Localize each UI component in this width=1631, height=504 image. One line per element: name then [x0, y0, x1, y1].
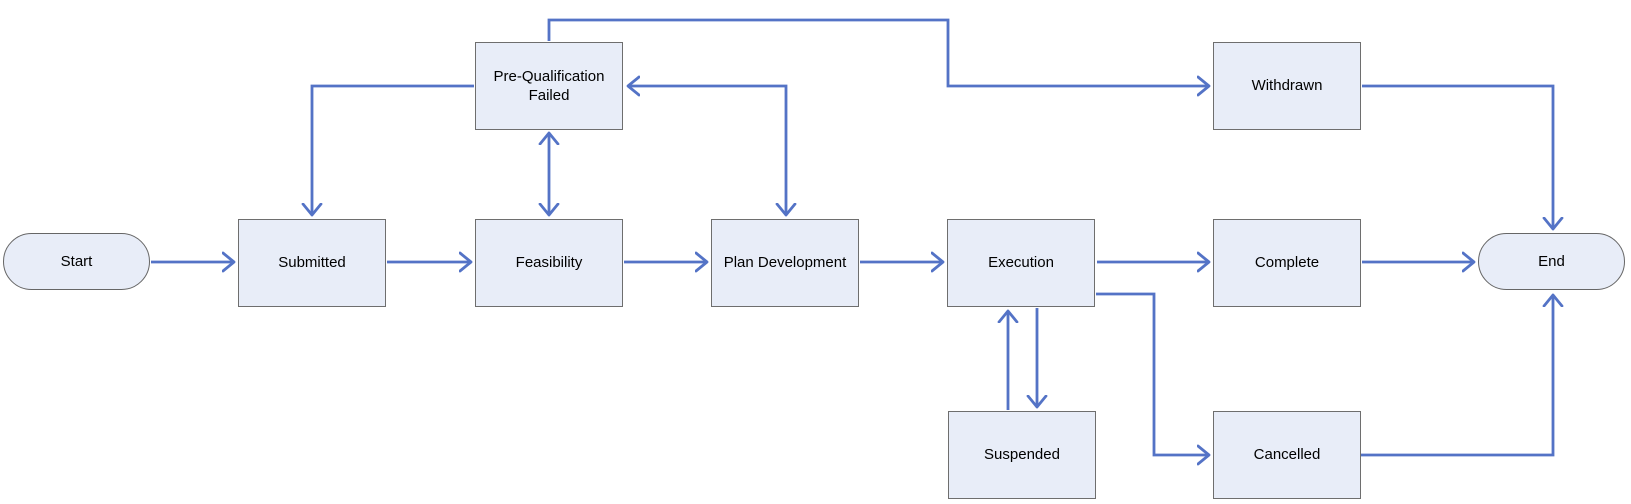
edge-prequal-failed-plan-development-bidirectional — [628, 86, 786, 215]
node-submitted: Submitted — [238, 219, 386, 307]
node-end-label: End — [1538, 252, 1565, 270]
edge-execution-cancelled — [1096, 292, 1209, 455]
node-suspended-label: Suspended — [984, 446, 1060, 464]
node-start-label: Start — [60, 252, 93, 270]
node-complete: Complete — [1213, 219, 1361, 307]
edge-cancelled-end — [1361, 295, 1553, 457]
edge-withdrawn-end — [1362, 84, 1553, 229]
node-withdrawn: Withdrawn — [1213, 42, 1361, 130]
node-plan-development-label: Plan Development — [723, 254, 847, 272]
node-submitted-label: Submitted — [278, 254, 346, 272]
node-complete-label: Complete — [1254, 254, 1320, 272]
node-start: Start — [3, 233, 150, 290]
node-prequal-failed: Pre-Qualification Failed — [475, 42, 623, 130]
node-withdrawn-label: Withdrawn — [1251, 77, 1323, 95]
edge-prequal-failed-submitted — [312, 84, 474, 215]
node-feasibility: Feasibility — [475, 219, 623, 307]
node-cancelled: Cancelled — [1213, 411, 1361, 499]
node-execution: Execution — [947, 219, 1095, 307]
node-suspended: Suspended — [948, 411, 1096, 499]
node-execution-label: Execution — [988, 254, 1054, 272]
edge-prequal-failed-withdrawn — [547, 18, 1209, 86]
node-cancelled-label: Cancelled — [1253, 446, 1321, 464]
node-feasibility-label: Feasibility — [515, 254, 583, 272]
node-end: End — [1478, 233, 1625, 290]
node-prequal-failed-label: Pre-Qualification Failed — [493, 67, 605, 105]
node-plan-development: Plan Development — [711, 219, 859, 307]
